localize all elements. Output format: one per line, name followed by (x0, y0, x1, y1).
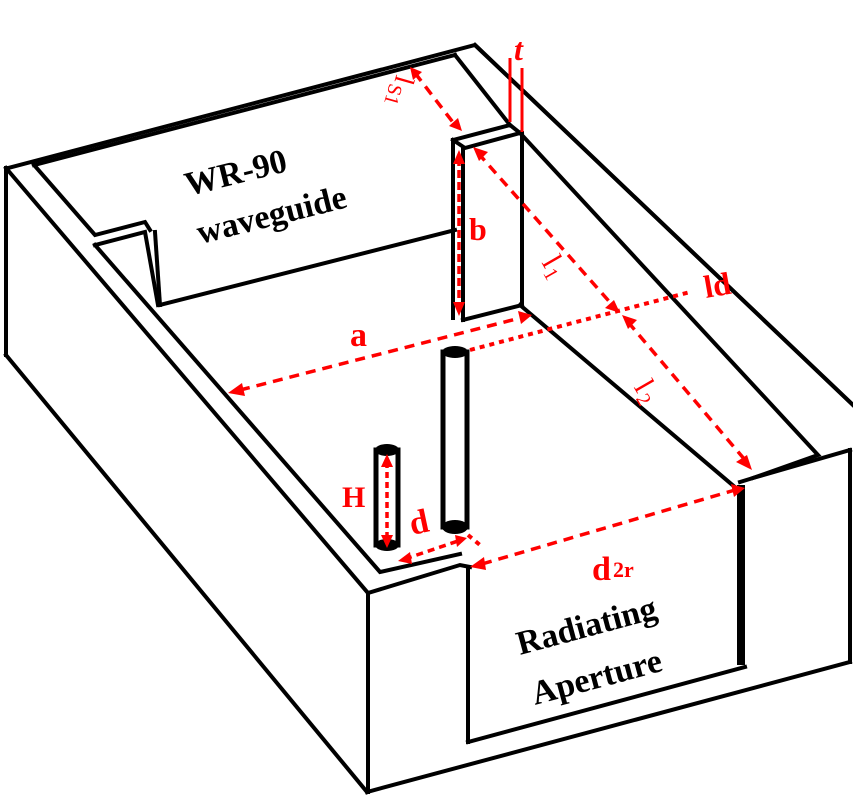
d-extension (466, 533, 482, 547)
d-dimension (404, 539, 459, 561)
a-arrow-right (518, 311, 532, 324)
a-label: a (350, 317, 367, 354)
left-iris-block (92, 229, 161, 308)
right-inner-floor-edge (517, 302, 739, 491)
l2-dimension (626, 320, 747, 462)
ls1-label-sub: S1 (379, 81, 406, 107)
tall-post-top-cap (442, 346, 468, 358)
back-floor-line (157, 227, 458, 308)
short-post (373, 444, 401, 551)
left-iris-vertical (152, 229, 163, 308)
d-arrow-right (455, 535, 467, 547)
d2r-label-main: d (592, 551, 611, 588)
l1-dimension (476, 151, 617, 310)
b-arrow-bottom (453, 302, 465, 316)
tall-post (440, 346, 470, 534)
ls1-arrow-top (410, 67, 422, 80)
front-right-pillar-top (737, 447, 853, 485)
left-rim-outer (3, 165, 371, 596)
iris-wall (450, 122, 525, 323)
tall-post-bottom-cap (442, 520, 468, 534)
l1-label: l 1 (535, 249, 568, 284)
l2-arrow-top (622, 315, 637, 329)
aperture-bottom-edge (465, 664, 748, 745)
d2r-arrow-left (470, 557, 486, 570)
l1-arrow-top (473, 147, 488, 161)
right-rim-inner (517, 130, 822, 481)
front-bottom-edge (364, 659, 853, 795)
right-wall-top-inner (452, 52, 513, 128)
d2r-label-sub: 2r (613, 557, 634, 582)
waveguide-body (3, 42, 853, 795)
d-label: d (406, 503, 432, 543)
a-arrow-left (228, 383, 245, 396)
l2-arrow-bottom (736, 455, 752, 470)
H-label: H (342, 481, 365, 514)
d2r-dimension (481, 488, 736, 566)
iris-top (450, 122, 525, 151)
short-post-top-cap (375, 444, 399, 456)
d2r-arrow-right (731, 484, 745, 497)
iris-bottom (460, 302, 525, 323)
right-rim-outer (472, 42, 853, 408)
l2-label: l 2 (627, 374, 660, 410)
left-bottom-edge (3, 352, 370, 795)
dimension-lines (228, 58, 752, 570)
front-left-pillar-top (365, 562, 473, 596)
ld-label: ld (701, 265, 734, 305)
d-arrow-left (398, 552, 412, 564)
ls1-arrow-bottom (449, 118, 462, 131)
H-arrow-bottom (381, 535, 393, 548)
a-dimension (239, 316, 521, 392)
b-label: b (469, 211, 487, 247)
left-inner-wall-edge (92, 242, 463, 575)
b-arrow-top (453, 150, 465, 164)
tall-post-body (440, 349, 470, 530)
ld-dimension (469, 290, 691, 352)
back-wall-top-inner (31, 52, 458, 168)
ls1-dimension (413, 71, 457, 127)
t-label: t (514, 31, 524, 67)
H-arrow-top (381, 454, 393, 467)
left-rim-inner (31, 162, 153, 238)
